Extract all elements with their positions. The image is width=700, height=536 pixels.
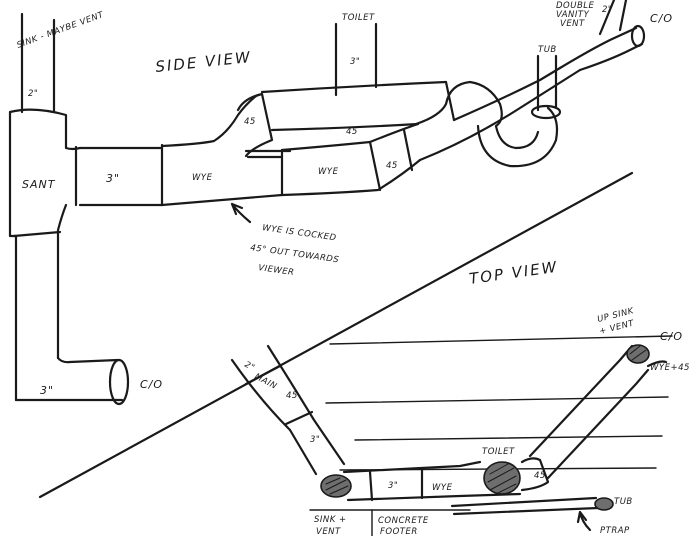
stack-lower (14, 356, 124, 402)
top-cleanout-cap (630, 24, 646, 48)
hatch (629, 345, 647, 361)
double-vanity-label: VENT (560, 19, 585, 29)
ptrap-label: PTRAP (600, 526, 630, 536)
three-in-label: 3" (310, 435, 320, 445)
top-view-title: TOP VIEW (468, 258, 559, 288)
wye-cock (244, 149, 292, 159)
tub-trap-cap (594, 497, 614, 511)
tub-label: TUB (614, 497, 633, 507)
hatch (487, 463, 517, 495)
45-fitting (368, 128, 414, 192)
fortyfive-label: 45 (286, 391, 298, 401)
main-pipe (230, 344, 346, 476)
cleanout-end (320, 474, 352, 498)
sant-label: SANT (22, 178, 56, 191)
ptrap (476, 106, 559, 168)
pipe-joint (284, 410, 314, 426)
view-divider-line (38, 171, 634, 499)
diagonal-run (414, 80, 503, 128)
fortyfive-label: 45 (534, 471, 546, 481)
note-arrow (230, 202, 252, 224)
pipe-joint (444, 80, 456, 122)
top-view: TOP VIEW 2" MAIN 45 3" 3" WYE TOILET 45 … (230, 258, 690, 536)
cleanout-label: C/O (660, 330, 683, 343)
tub-riser (536, 54, 558, 112)
wye-note-line: WYE IS COCKED (262, 223, 337, 243)
hatch (325, 477, 349, 495)
cleanout-cap (108, 358, 130, 406)
fortyfive-label: 45 (244, 117, 256, 127)
two-in-label: 2" (28, 89, 38, 99)
45-fitting (520, 457, 550, 492)
three-in-cleanout-label: 3" (40, 384, 54, 397)
tub-label: TUB (538, 45, 557, 55)
toilet-size-label: 3" (350, 57, 360, 67)
wye-note-line: VIEWER (258, 263, 295, 278)
double-vanity-label: DOUBLE (556, 1, 595, 11)
top-cleanout-label: C/O (650, 12, 673, 25)
sink-vent-label: SINK + (314, 515, 347, 525)
three-in-label: 3" (388, 481, 398, 491)
sant-joint (12, 230, 62, 238)
cleanout-label: C/O (140, 378, 163, 391)
two-in-main-label: 2" (243, 360, 257, 374)
ptrap-cap (530, 104, 562, 120)
wye-label: WYE (192, 173, 213, 183)
wye-45-label: WYE+45 (650, 363, 690, 373)
vanity-vent (558, 0, 644, 72)
side-view-title: SIDE VIEW (155, 48, 253, 76)
fortyfive-label: 45 (346, 127, 358, 137)
pipe-joint (244, 364, 282, 386)
concrete-label: CONCRETE (378, 516, 429, 526)
fortyfive-label: 45 (386, 161, 398, 171)
tub-branch (450, 496, 600, 516)
toilet-label: TOILET (342, 13, 375, 23)
sink-riser-cap (626, 344, 650, 364)
wye-label-2: WYE (318, 167, 339, 177)
wye-label: WYE (432, 483, 453, 493)
sant-fitting (8, 108, 82, 402)
sink-vent-label: VENT (316, 527, 341, 536)
three-in-label: 3" (106, 172, 120, 185)
double-vanity-label: VANITY (556, 10, 590, 20)
vent-arrow (646, 360, 668, 368)
joist-line (354, 435, 663, 441)
ptrap-arrow (576, 510, 592, 532)
pipe-joint (368, 470, 374, 502)
joist-line (329, 335, 673, 345)
wye-note-line: 45° OUT TOWARDS (250, 243, 340, 265)
joist-line (325, 396, 669, 404)
toilet-riser (334, 22, 378, 97)
double-vanity-size-label: 2" (602, 5, 612, 15)
horizontal-3in-pipe (78, 146, 164, 207)
upper-run (260, 80, 448, 132)
toilet-label: TOILET (482, 447, 515, 457)
sink-vent-label: SINK - MAYBE VENT (16, 10, 106, 51)
sink-run (528, 344, 650, 480)
concrete-label: FOOTER (380, 527, 418, 536)
wye-fitting (160, 94, 284, 207)
